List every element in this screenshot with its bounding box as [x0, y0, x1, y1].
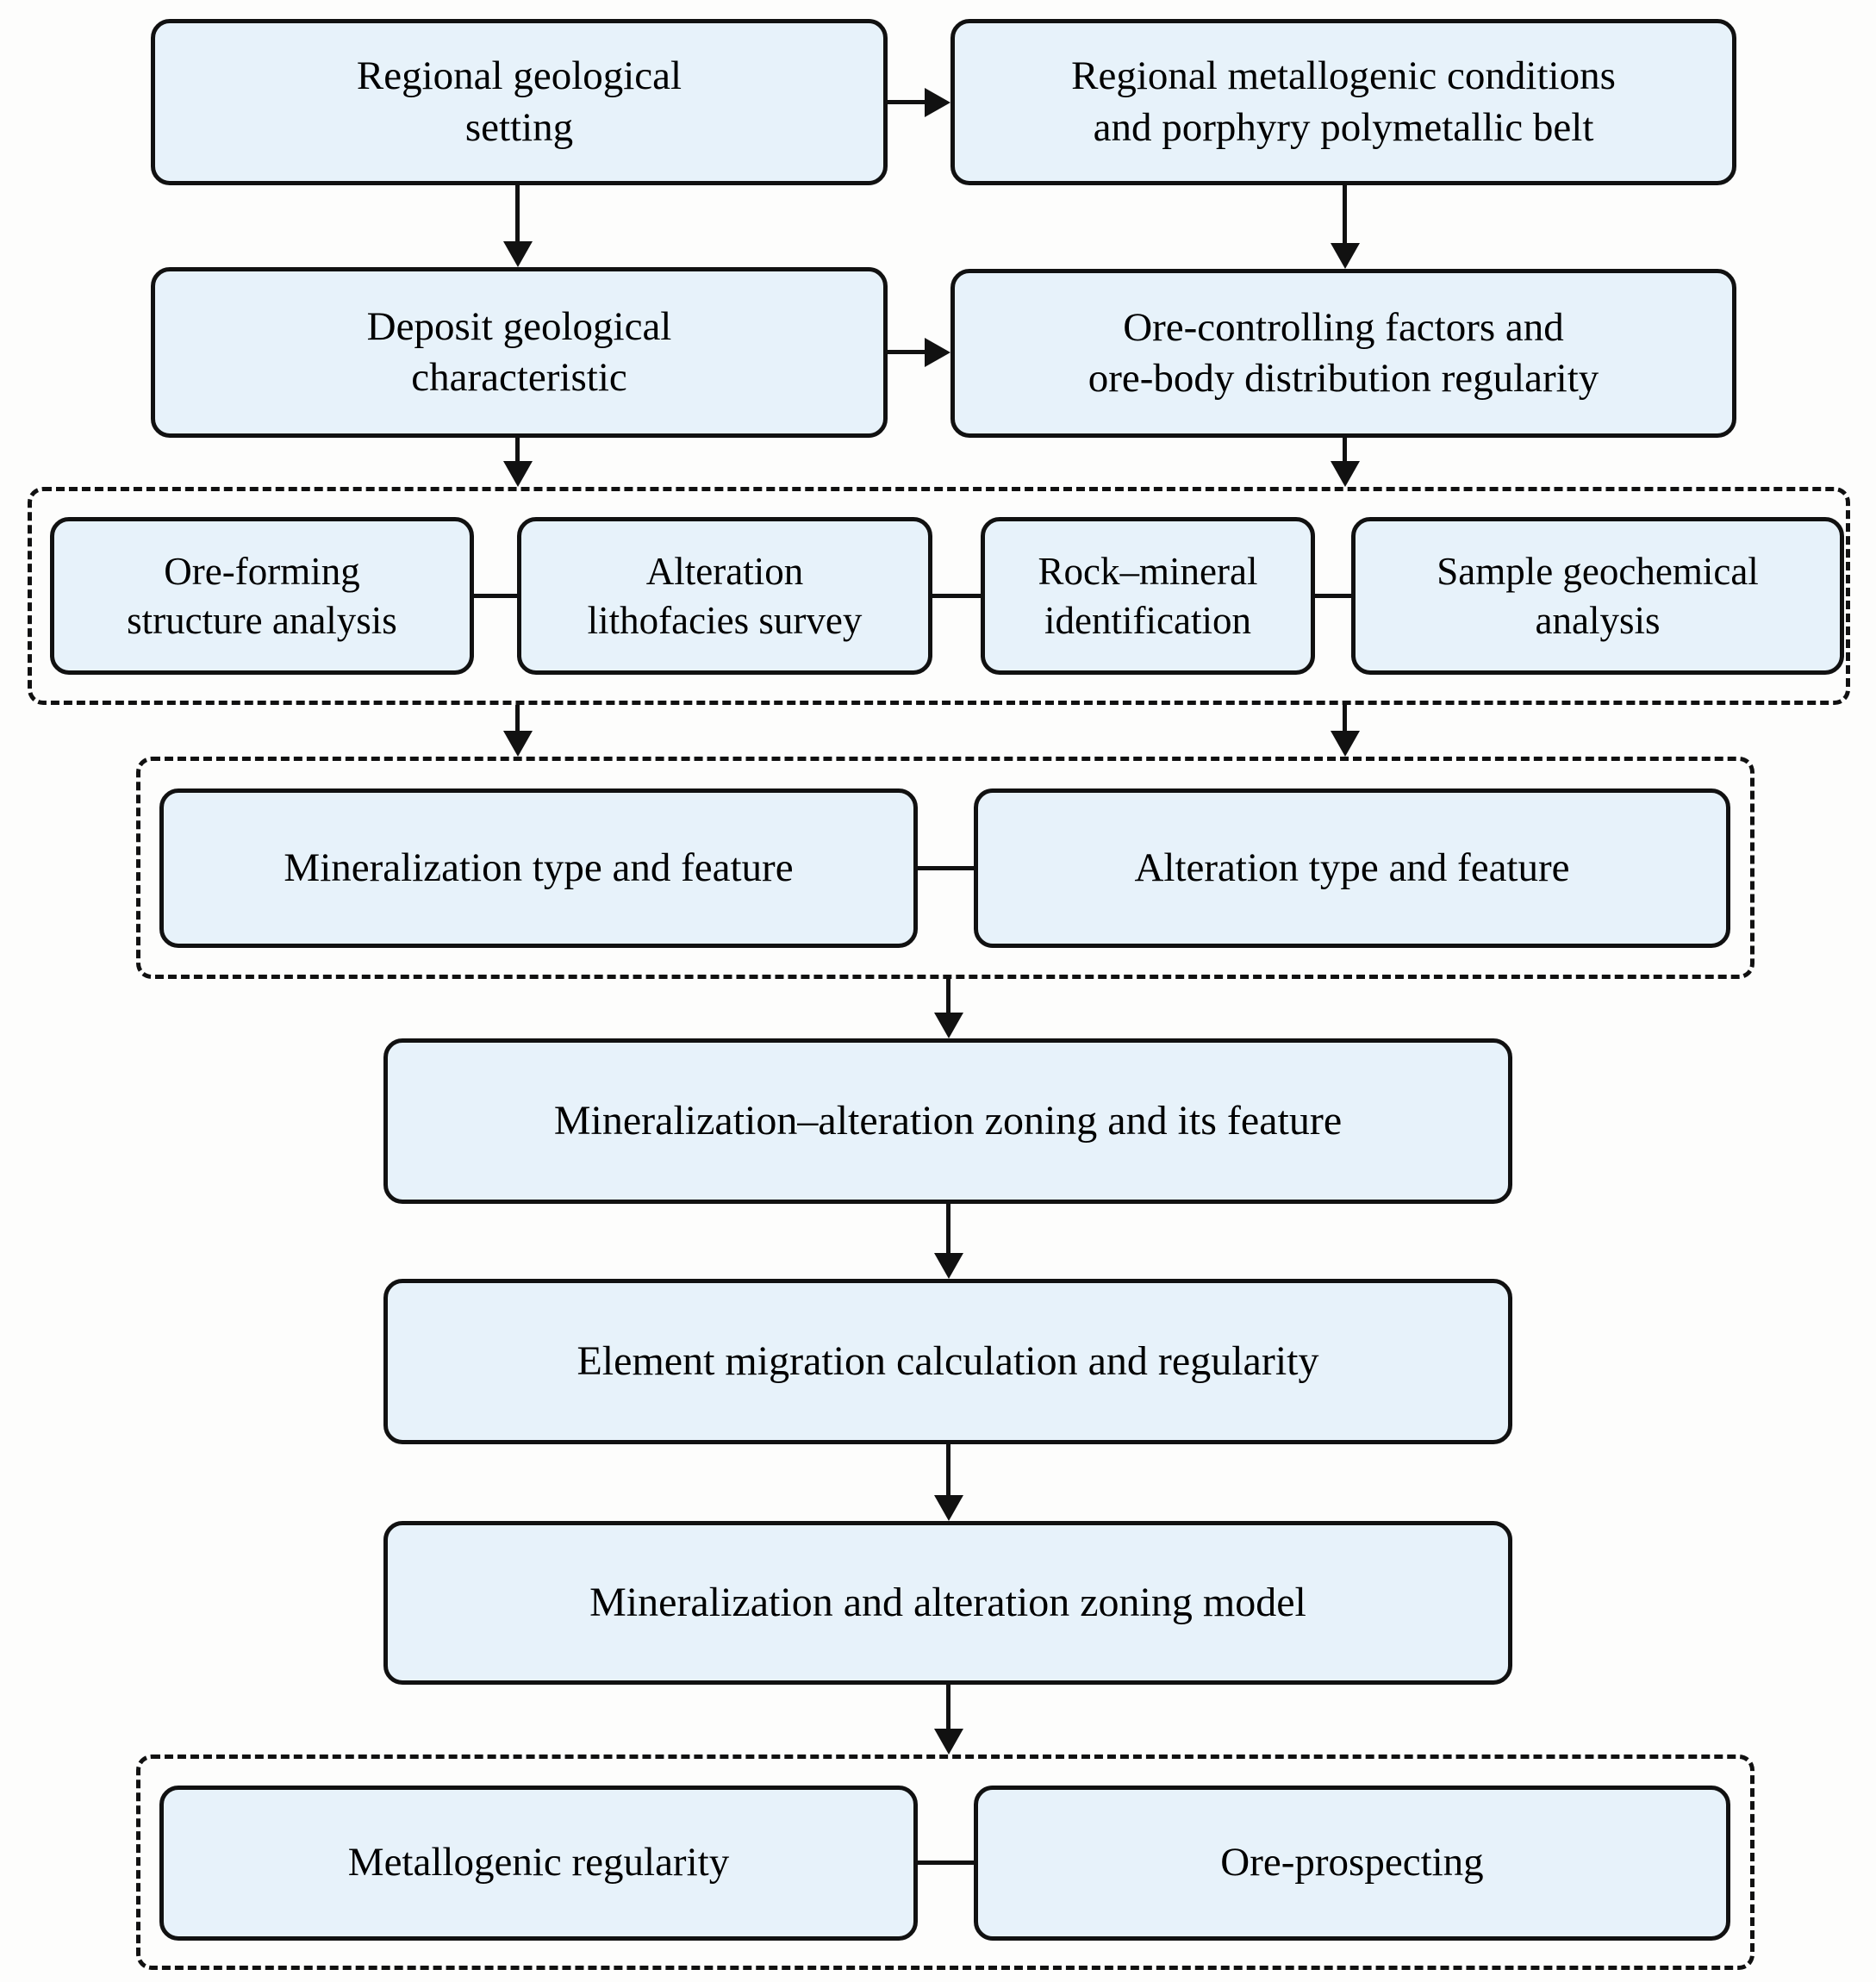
node-element-migration-calculation: Element migration calculation and regula…	[383, 1279, 1512, 1444]
arrow-conditions-to-orecontrolling	[1343, 185, 1347, 245]
node-metallogenic-regularity: Metallogenic regularity	[159, 1786, 918, 1941]
node-mineralization-alteration-zoning-feature: Mineralization–alteration zoning and its…	[383, 1038, 1512, 1204]
arrow-setting-to-conditions	[888, 100, 926, 104]
link-rockmineral-geochemical	[1315, 594, 1351, 598]
node-regional-geological-setting: Regional geological setting	[151, 19, 888, 185]
link-structure-lithofacies	[474, 594, 517, 598]
arrow-surveygroup-to-typegroup-left	[515, 705, 520, 732]
link-regularity-prospecting	[918, 1860, 974, 1865]
arrow-typegroup-to-zoningfeature	[946, 979, 950, 1014]
link-lithofacies-rockmineral	[932, 594, 981, 598]
node-mineralization-type-feature: Mineralization type and feature	[159, 788, 918, 948]
arrow-surveygroup-to-typegroup-right	[1343, 705, 1347, 732]
type-group-outline	[136, 757, 1754, 979]
node-mineralization-alteration-zoning-model: Mineralization and alteration zoning mod…	[383, 1521, 1512, 1685]
survey-group-outline	[28, 487, 1850, 705]
arrow-orecontrolling-to-surveygroup	[1343, 438, 1347, 463]
node-ore-controlling-factors: Ore-controlling factors and ore-body dis…	[950, 269, 1736, 438]
arrow-zoningmodel-to-resultgroup	[946, 1685, 950, 1730]
arrow-elementmigration-to-zoningmodel	[946, 1444, 950, 1497]
node-regional-metallogenic-conditions: Regional metallogenic conditions and por…	[950, 19, 1736, 185]
node-alteration-lithofacies-survey: Alteration lithofacies survey	[517, 517, 932, 675]
arrow-zoningfeature-to-elementmigration	[946, 1204, 950, 1255]
link-mineralizationtype-alterationtype	[918, 866, 974, 870]
node-ore-forming-structure-analysis: Ore-forming structure analysis	[50, 517, 474, 675]
node-sample-geochemical-analysis: Sample geochemical analysis	[1351, 517, 1844, 675]
node-deposit-geological-characteristic: Deposit geological characteristic	[151, 267, 888, 438]
arrow-setting-to-deposit	[515, 185, 520, 243]
node-alteration-type-feature: Alteration type and feature	[974, 788, 1730, 948]
node-ore-prospecting: Ore-prospecting	[974, 1786, 1730, 1941]
arrow-deposit-to-orecontrolling	[888, 350, 926, 354]
result-group-outline	[136, 1755, 1754, 1970]
node-rock-mineral-identification: Rock–mineral identification	[981, 517, 1315, 675]
arrow-deposit-to-surveygroup	[515, 438, 520, 463]
